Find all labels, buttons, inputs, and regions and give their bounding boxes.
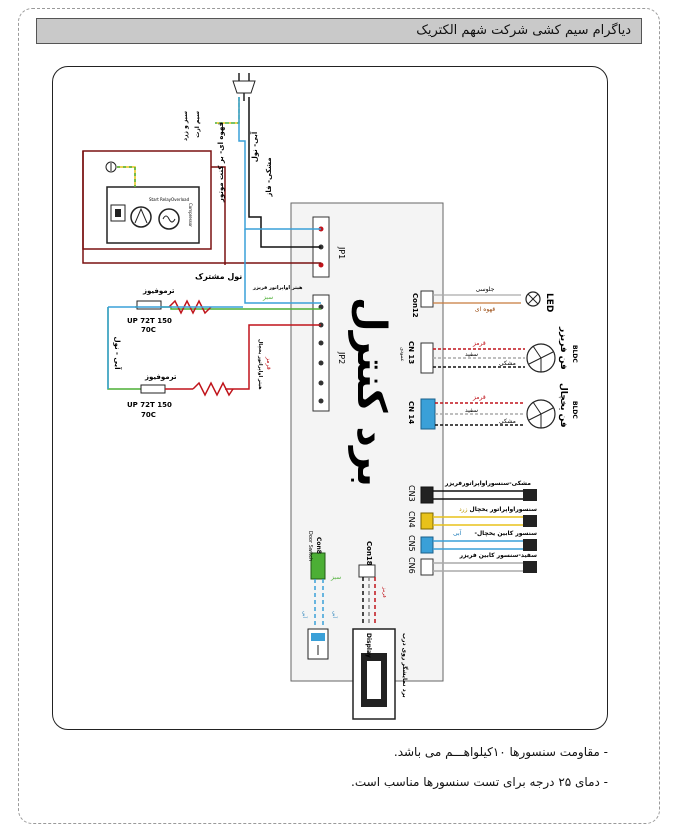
cn6-connector: CN6 [407, 557, 434, 576]
thermofuse-1-label: ترموفیوز [142, 287, 175, 295]
sensor-cn3: مشکی-سنسوراواپراتورفریزر [433, 480, 537, 501]
thermofuse-2-spec2: 70C [141, 411, 156, 419]
board-name: برد کنترل [348, 297, 394, 487]
fridge-fan-white-label: سفید [465, 407, 478, 414]
fridge-heater-color: قرمز [265, 356, 272, 370]
thermofuse-1-spec2: 70C [141, 326, 156, 334]
overload-label: Overload [171, 197, 190, 202]
freezer-fan-black-label: مشکی [499, 360, 516, 367]
con8-sub: Door Switch [307, 531, 313, 561]
ac-neutral-label: آبی - نول [113, 337, 122, 371]
sensor-cn4: زرد سنسوراواپراتور یخچال [433, 506, 537, 527]
con8-green-label: سبز [330, 574, 341, 581]
jp2-label: JP2 [337, 351, 346, 364]
freezer-fan-white-label: سفید [465, 351, 478, 358]
led-wire1-label: جلوسی [476, 286, 495, 293]
con18-label: Con18 [365, 541, 373, 566]
compressor-wire-label: قهوه ای- بر کنت موتور [217, 121, 225, 203]
thermofuse-1-spec1: UP 72T 150 [127, 317, 172, 325]
con12-label: Con12 [411, 293, 419, 318]
start-relay-label: Start Relay [149, 197, 172, 202]
cn5-label: CN5 [407, 535, 416, 552]
sensor-cn6-label: سفید-سنسور کابین فریزر [459, 552, 538, 559]
notes: - مقاومت سنسورها ۱۰کیلواهـــم می باشد. -… [40, 744, 608, 804]
sensor-cn5: آبی -سنسور کابین یخچال [433, 528, 537, 551]
led-wire2-label: قهوه ای [475, 306, 495, 313]
thermofuse-2-label: ترموفیوز [144, 373, 177, 381]
control-board [290, 202, 444, 682]
neutral-wire-label: آبی- نول [250, 131, 259, 162]
compressor-unit: Start Relay Overload Compressor [82, 150, 212, 250]
thermofuse-2: ترموفیوز UP 72T 150 70C [127, 373, 177, 419]
resistor-icon [165, 381, 234, 397]
con8-connector: Con8 Door Switch سبز [307, 531, 341, 581]
cn4-connector: CN4 [407, 511, 434, 530]
sensor-cn3-label: مشکی-سنسوراواپراتورفریزر [444, 480, 531, 487]
led-icon [525, 291, 541, 307]
thermofuse-1: ترموفیوز UP 72T 150 70C [127, 287, 175, 334]
fridge-fan-red-label: قرمز [472, 394, 486, 401]
jp2-connector: JP2 [312, 294, 346, 412]
display-sub: برد نمایشگر روی درب [401, 633, 409, 698]
earth-color-label: سبز و زرد [182, 111, 189, 141]
cn14-label: CN 14 [407, 401, 415, 424]
freezer-fan-red-label: قرمز [472, 340, 486, 347]
cn13-sub: عمودی [399, 347, 405, 362]
door-blue-2: آبی [331, 611, 338, 619]
wiring-diagram-svg: JP1 JP2 برد کنترل Con12 CN 13 عمودی CN 1… [82, 73, 578, 720]
fridge-heater-label: هیتر اواپراتور یخچال [257, 339, 263, 390]
cn13-label: CN 13 [407, 341, 415, 364]
note-line-1: - مقاومت سنسورها ۱۰کیلواهـــم می باشد. [393, 745, 608, 759]
con8-label: Con8 [315, 537, 322, 554]
fridge-fan-type: BLDC [571, 401, 578, 419]
led-label: LED [544, 293, 554, 312]
plug-icon [232, 73, 256, 101]
sensor-cn5-color: آبی [453, 528, 462, 537]
display-icon [352, 628, 396, 720]
fan-icon [526, 399, 556, 429]
compressor-label: Compressor [188, 203, 193, 227]
sensor-cn4-color: زرد [459, 506, 468, 513]
page-frame [18, 8, 660, 824]
cn4-label: CN4 [407, 511, 416, 528]
sensor-cn6: سفید-سنسور کابین فریزر [433, 552, 537, 573]
thermofuse-2-spec1: UP 72T 150 [127, 401, 172, 409]
freezer-fan-type: BLDC [571, 345, 578, 363]
cn5-connector: CN5 [407, 535, 434, 554]
earth-wire-label: سیم ارت [194, 111, 201, 138]
cn6-label: CN6 [407, 557, 416, 574]
fridge-fan-label: فن یخچال [558, 383, 568, 428]
con12-connector: Con12 [411, 290, 434, 318]
freezer-fan-label: فن فریزر [558, 326, 568, 370]
page-title: دیاگرام سیم کشی شرکت شهم الکتریک [36, 18, 642, 44]
note-line-2: - دمای ۲۵ درجه برای تست سنسورها مناسب اس… [351, 775, 608, 789]
fridge-fan-black-label: مشکی [499, 418, 516, 425]
cn3-label: CN3 [407, 485, 416, 502]
sensor-cn5-label: -سنسور کابین یخچال [474, 530, 537, 537]
fan-icon [526, 343, 556, 373]
cn13-connector: CN 13 عمودی [399, 341, 434, 374]
display-label: Display [365, 633, 372, 658]
sensor-cn4-label: سنسوراواپراتور یخچال [470, 506, 538, 513]
jp1-label: JP1 [337, 246, 346, 259]
wiring-diagram: JP1 JP2 برد کنترل Con12 CN 13 عمودی CN 1… [52, 66, 608, 730]
freezer-heater-color: سبز [262, 294, 273, 301]
freezer-heater-label: هیتر اواپراتور فریزر [252, 285, 303, 291]
con18-connector: Con18 [358, 541, 376, 578]
door-blue-1: آبی [301, 611, 308, 619]
common-neutral-label: نول مشترک [195, 272, 242, 281]
display-red-label: قرمز [381, 586, 387, 598]
phase-wire-label: مشکی- فاز [265, 157, 273, 197]
door-switch-icon [307, 628, 329, 660]
cn3-connector: CN3 [407, 485, 434, 504]
